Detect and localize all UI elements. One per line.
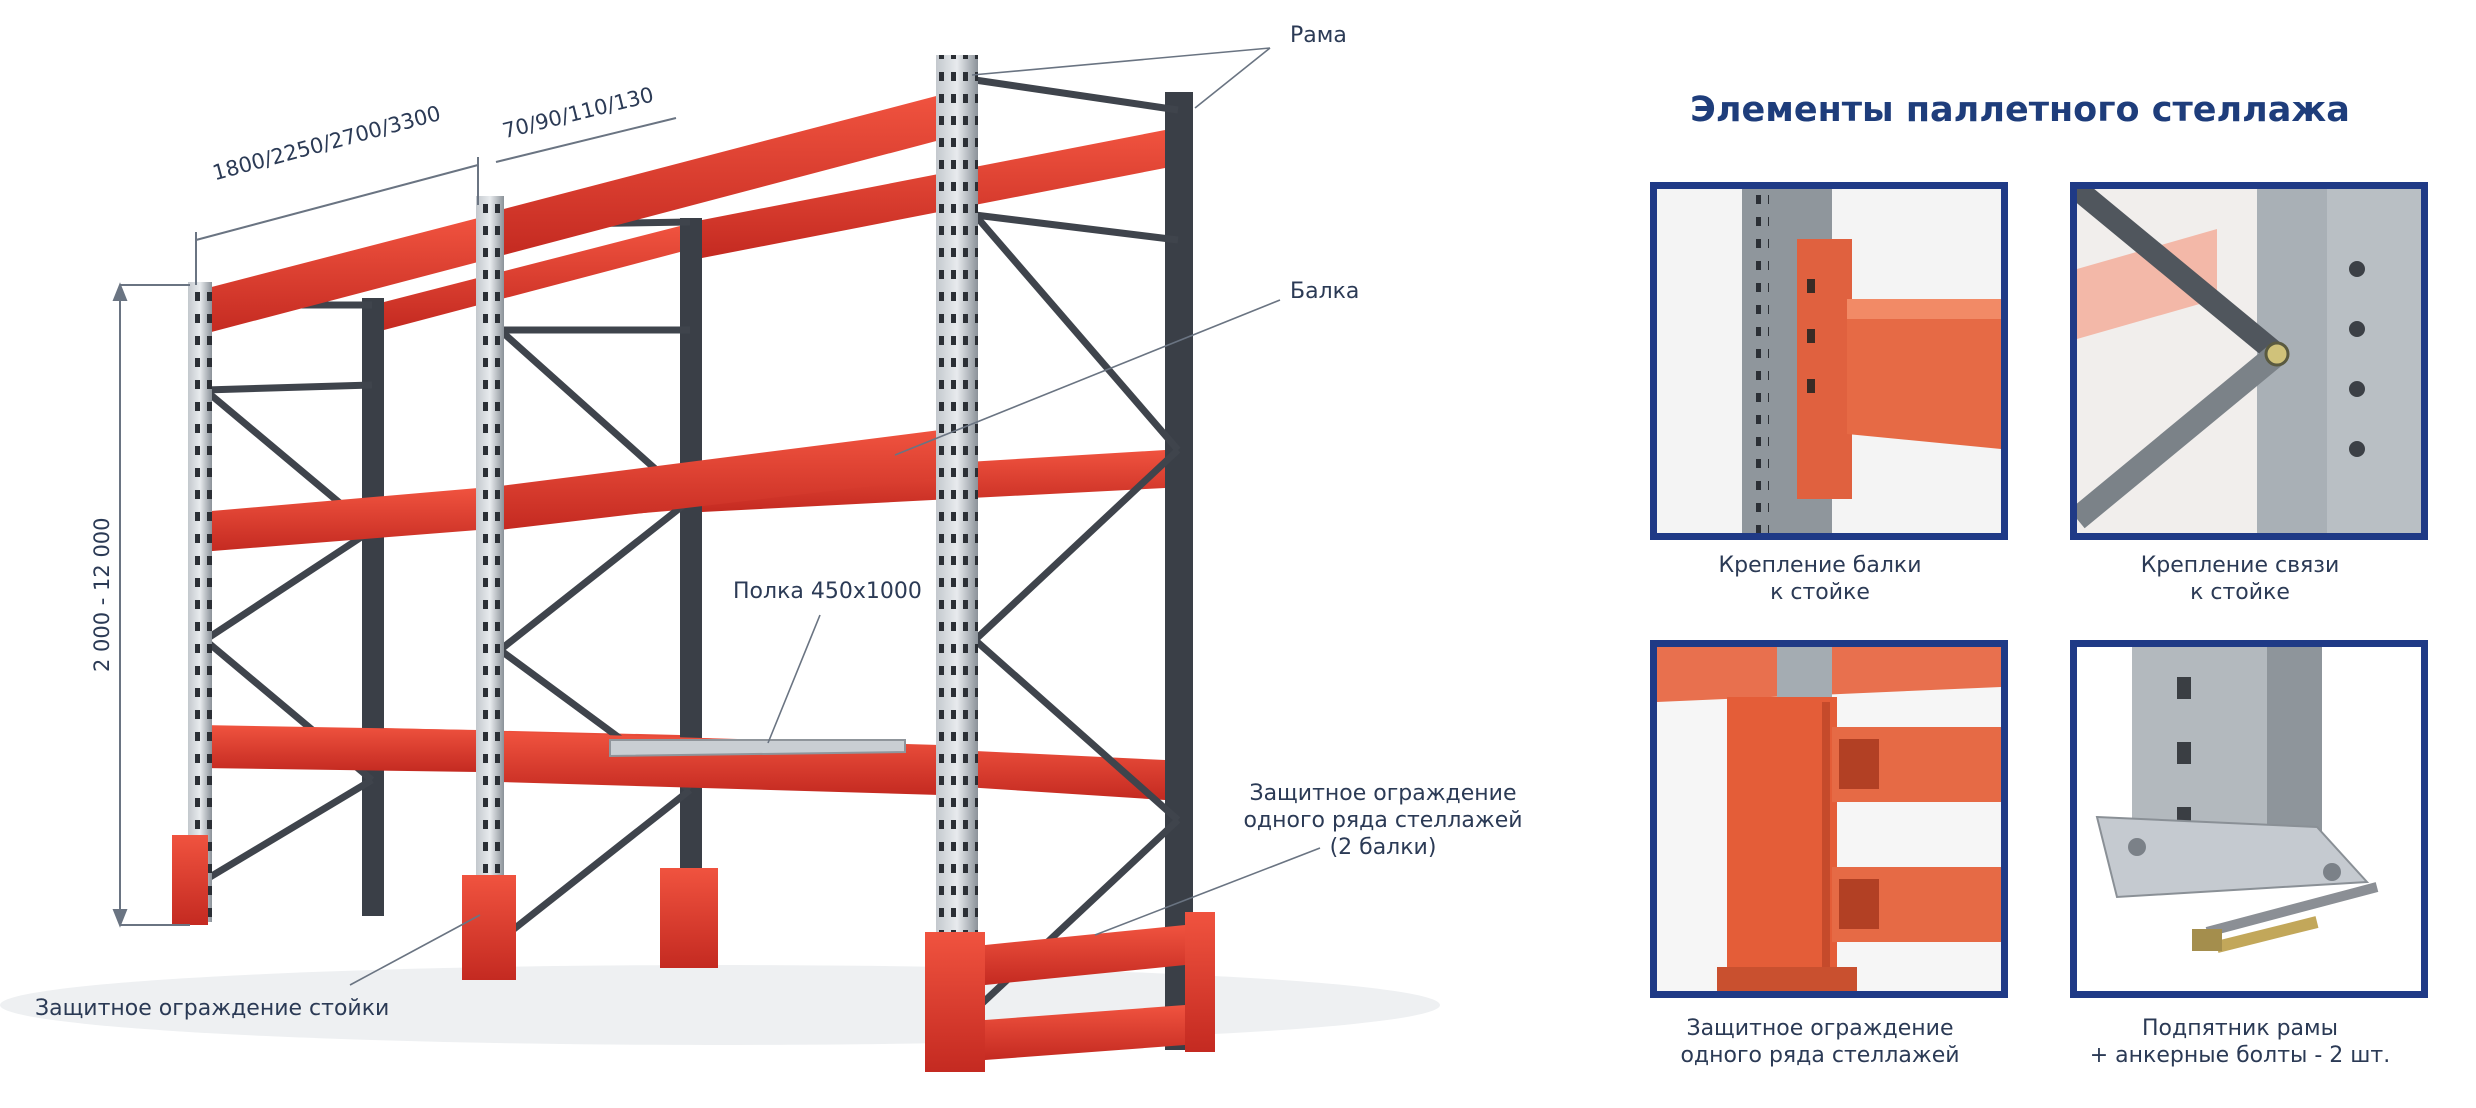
caption-brace-connection-line2: к стойке [2190, 580, 2290, 605]
caption-row-guard: Защитное ограждение одного ряда стеллаже… [1610, 1015, 2030, 1069]
pallet-rack-illustration [0, 47, 1440, 1072]
shelf-label: Полка 450х1000 [733, 579, 922, 604]
post-guards [172, 835, 718, 980]
beam-label: Балка [1290, 279, 1360, 304]
row-guard-label: Защитное ограждение одного ряда стеллаже… [1238, 780, 1528, 861]
row-guard-photo [1650, 640, 2008, 998]
frame-label: Рама [1290, 23, 1347, 48]
beam-connection-photo [1650, 182, 2008, 540]
row-guard [925, 912, 1215, 1072]
caption-base-plate-line2: + анкерные болты - 2 шт. [2089, 1043, 2391, 1068]
caption-row-guard-line1: Защитное ограждение [1686, 1016, 1954, 1041]
height-dimension: 2 000 - 12 000 [90, 517, 114, 672]
row-guard-label-line3: (2 балки) [1329, 835, 1437, 860]
caption-beam-connection-line1: Крепление балки [1718, 553, 1922, 578]
caption-base-plate-line1: Подпятник рамы [2141, 1016, 2339, 1041]
brace-connector-image [2077, 189, 2421, 533]
caption-beam-connection: Крепление балки к стойке [1610, 552, 2030, 606]
beam-connector-image [1657, 189, 2001, 533]
base-plate-photo [2070, 640, 2428, 998]
caption-brace-connection-line1: Крепление связи [2140, 553, 2340, 578]
brace-connection-photo [2070, 182, 2428, 540]
dimension-lines [112, 117, 677, 928]
caption-brace-connection: Крепление связи к стойке [2030, 552, 2450, 606]
leader-lines [349, 47, 1321, 986]
row-guard-image [1657, 647, 2001, 991]
front-uprights [188, 55, 978, 1065]
caption-row-guard-line2: одного ряда стеллажей [1680, 1043, 1960, 1068]
shelf-panel [609, 739, 906, 758]
panel-title: Элементы паллетного стеллажа [1690, 90, 2350, 130]
caption-beam-connection-line2: к стойке [1770, 580, 1870, 605]
base-plate-image [2077, 647, 2421, 991]
row-guard-label-line2: одного ряда стеллажей [1243, 808, 1523, 833]
row-guard-label-line1: Защитное ограждение [1249, 781, 1517, 806]
post-guard-label: Защитное ограждение стойки [35, 996, 390, 1021]
caption-base-plate: Подпятник рамы + анкерные болты - 2 шт. [2030, 1015, 2450, 1069]
